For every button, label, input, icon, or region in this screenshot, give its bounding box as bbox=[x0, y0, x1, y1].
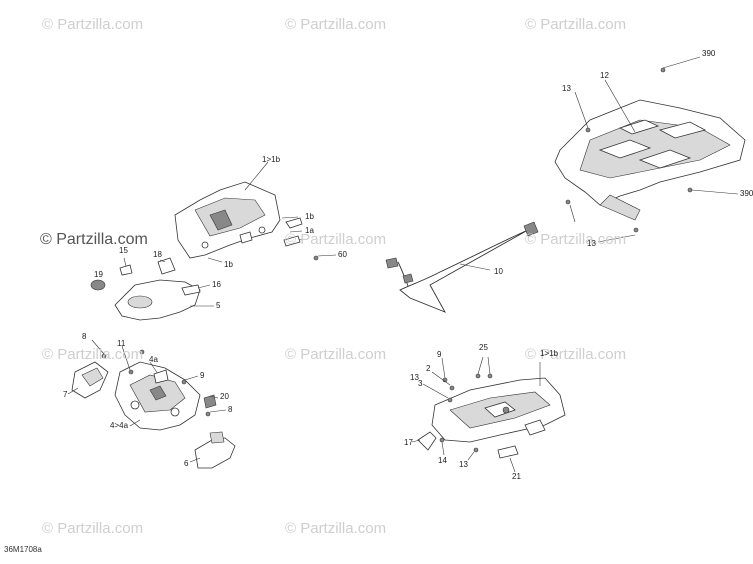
callout-label: 21 bbox=[512, 472, 521, 481]
callout-label: 13 bbox=[562, 84, 571, 93]
callout-label: 1>1b bbox=[262, 155, 281, 164]
watermark: © Partzilla.com bbox=[42, 346, 144, 363]
callout-label: 5 bbox=[216, 301, 221, 310]
callout-label: 390 bbox=[702, 49, 716, 58]
callout-label: 4a bbox=[149, 355, 158, 364]
callout-label: 1b bbox=[305, 212, 314, 221]
lower-tray-part bbox=[411, 356, 566, 473]
callout-label: 8 bbox=[82, 332, 87, 341]
watermark: © Partzilla.com bbox=[42, 16, 144, 33]
watermark: © Partzilla.com bbox=[285, 231, 387, 248]
callout-label: 18 bbox=[153, 250, 162, 259]
callout-label: 13 bbox=[410, 373, 419, 382]
diagram-code: 36M1708a bbox=[4, 545, 42, 554]
front-cover-part bbox=[90, 257, 214, 321]
upper-bracket-leaders bbox=[207, 161, 337, 263]
watermark: © Partzilla.com bbox=[285, 520, 387, 537]
callout-label: 6 bbox=[184, 459, 189, 468]
watermark: © Partzilla.com bbox=[525, 16, 627, 33]
callout-label: 9 bbox=[200, 371, 205, 380]
upper-bracket-part bbox=[174, 181, 281, 259]
callout-label: 4>4a bbox=[110, 421, 129, 430]
callout-label: 60 bbox=[338, 250, 347, 259]
callout-label: 9 bbox=[437, 350, 442, 359]
callout-label: 20 bbox=[220, 392, 229, 401]
callout-label: 3 bbox=[418, 379, 423, 388]
watermark: © Partzilla.com bbox=[525, 231, 627, 248]
callout-label: 1a bbox=[305, 226, 314, 235]
callout-label: 8 bbox=[228, 405, 233, 414]
callout-label: 16 bbox=[212, 280, 221, 289]
callout-label: 12 bbox=[600, 71, 609, 80]
callout-label: 14 bbox=[438, 456, 447, 465]
watermark: © Partzilla.com bbox=[285, 346, 387, 363]
watermark: © Partzilla.com bbox=[42, 520, 144, 537]
skid-plate-part bbox=[554, 99, 746, 221]
callout-label: 19 bbox=[94, 270, 103, 279]
skid-plate-leaders bbox=[565, 56, 739, 243]
callout-label: 13 bbox=[459, 460, 468, 469]
watermark: © Partzilla.com bbox=[40, 231, 148, 248]
callout-label: 11 bbox=[117, 339, 126, 348]
callout-label: 7 bbox=[63, 390, 68, 399]
wiring-harness-part bbox=[385, 221, 539, 313]
callout-label: 2 bbox=[426, 364, 431, 373]
callout-label: 390 bbox=[740, 189, 753, 198]
callout-label: 15 bbox=[119, 246, 128, 255]
lower-mount-part bbox=[67, 339, 236, 469]
callout-label: 1>1b bbox=[540, 349, 559, 358]
callout-label: 13 bbox=[587, 239, 596, 248]
callout-label: 10 bbox=[494, 267, 503, 276]
watermark: © Partzilla.com bbox=[285, 16, 387, 33]
callout-label: 17 bbox=[404, 438, 413, 447]
callout-label: 25 bbox=[479, 343, 488, 352]
watermark: © Partzilla.com bbox=[525, 346, 627, 363]
callout-label: 1b bbox=[224, 260, 233, 269]
